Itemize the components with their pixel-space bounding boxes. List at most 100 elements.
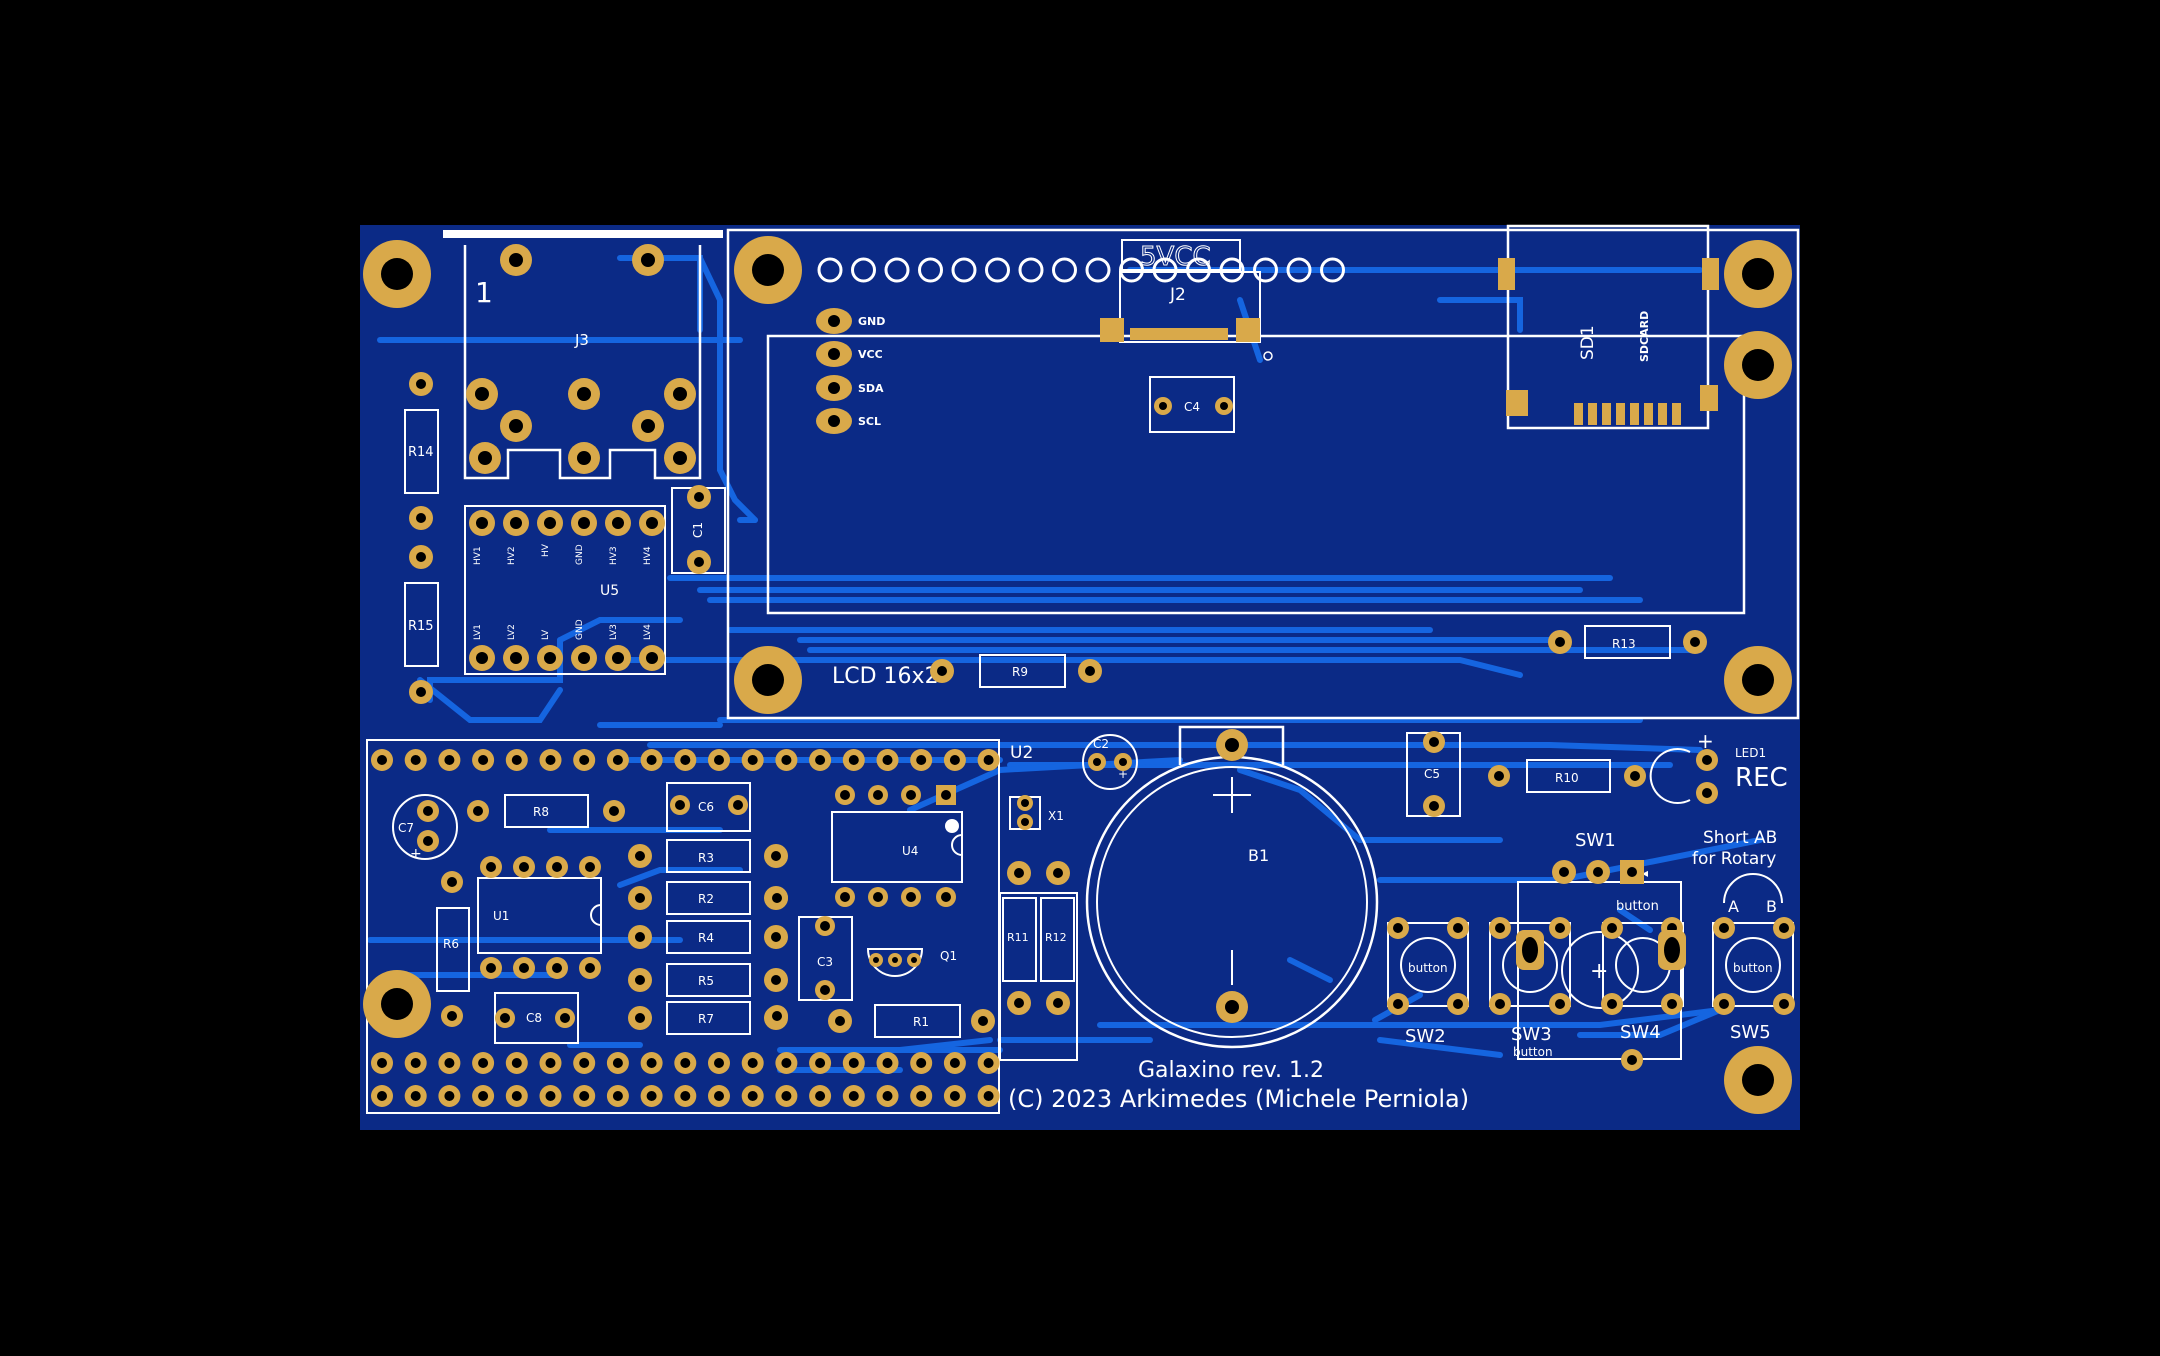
- pad-hole: [585, 963, 595, 973]
- pad-hole: [680, 1091, 691, 1101]
- pad-hole: [714, 1058, 724, 1068]
- pad-hole: [509, 419, 523, 433]
- pad-hole: [815, 755, 826, 765]
- pad-hole: [1667, 999, 1677, 1009]
- lcd-header-pin: [817, 257, 843, 283]
- pad-hole: [1742, 258, 1774, 290]
- pad-hole: [1742, 664, 1774, 696]
- u5-lv2: LV2: [507, 624, 517, 640]
- pad-hole: [1225, 738, 1239, 752]
- pad-hole: [410, 755, 421, 765]
- r5-label: R5: [698, 974, 714, 988]
- i2c-gnd-label: GND: [858, 315, 885, 328]
- pad-hole: [578, 652, 590, 664]
- lcd-header-pin: [1018, 257, 1044, 283]
- capacitor-c6: C6: [666, 782, 751, 832]
- u5-hv1: HV1: [473, 546, 483, 565]
- pad-hole: [1627, 1055, 1637, 1065]
- pad-hole: [1702, 788, 1712, 798]
- pad-hole: [1742, 1064, 1774, 1096]
- sdcard-socket-sd1: SD1 SDCARD: [1498, 224, 1719, 430]
- pad-hole: [873, 790, 883, 800]
- pad-hole: [545, 1091, 556, 1101]
- resistor-r6: R6: [436, 907, 470, 992]
- pad-hole: [848, 1058, 859, 1068]
- pad-hole: [815, 1091, 826, 1101]
- pad-hole: [1453, 999, 1463, 1009]
- for-rotary-label: for Rotary: [1692, 849, 1776, 869]
- resistor-r9: R9: [979, 654, 1066, 688]
- pad-hole: [675, 800, 685, 810]
- pad-hole: [1719, 923, 1729, 933]
- pad-hole: [752, 664, 784, 696]
- pad-hole: [1664, 937, 1680, 963]
- j2-pad-left: [1100, 318, 1124, 342]
- pad-hole: [1607, 923, 1617, 933]
- pad-hole: [937, 666, 947, 676]
- lcd-header-pin: [985, 257, 1010, 283]
- lcd-outline: [726, 228, 1800, 720]
- r1-label: R1: [913, 1015, 929, 1029]
- pad-hole: [635, 893, 645, 903]
- lcd-header-pin: [1253, 257, 1278, 283]
- pad-hole: [1690, 637, 1700, 647]
- pad-hole: [835, 1016, 845, 1026]
- c3-label: C3: [817, 955, 833, 969]
- pad-hole: [612, 1058, 623, 1068]
- pad-hole: [1779, 923, 1789, 933]
- pad-hole: [747, 1091, 758, 1101]
- pad-hole: [873, 957, 879, 963]
- pad-hole: [560, 1013, 570, 1023]
- pad-hole: [882, 755, 893, 765]
- connector-j3: 1 J3: [443, 230, 723, 480]
- pad-hole: [1742, 349, 1774, 381]
- r11-label: R11: [1007, 931, 1029, 944]
- pad-hole: [1119, 758, 1127, 766]
- r3-label: R3: [698, 851, 714, 865]
- short-ab-label: Short AB: [1703, 828, 1777, 848]
- pad-hole: [577, 387, 591, 401]
- pad-hole: [906, 790, 916, 800]
- pad-hole: [646, 755, 657, 765]
- pad-hole: [646, 652, 658, 664]
- pad-hole: [680, 755, 691, 765]
- pad-hole: [545, 1058, 556, 1068]
- pad-hole: [771, 851, 781, 861]
- pad-hole: [815, 1058, 826, 1068]
- sw4-plus: +: [1590, 959, 1608, 984]
- pad-hole: [585, 862, 595, 872]
- pad-hole: [646, 1091, 657, 1101]
- r9-label: R9: [1012, 665, 1028, 679]
- pad-hole: [635, 851, 645, 861]
- resistor-r4: R4: [666, 920, 751, 954]
- r4-label: R4: [698, 931, 714, 945]
- pad-hole: [1522, 937, 1538, 963]
- resistor-r7: R7: [666, 1001, 751, 1035]
- pad-hole: [545, 755, 556, 765]
- j2-pad-right: [1236, 318, 1260, 342]
- pad-hole: [1220, 402, 1228, 410]
- b1-tab: [1178, 725, 1285, 765]
- u1-label: U1: [493, 909, 509, 923]
- lcd-header-pin: [884, 257, 910, 283]
- pad-hole: [978, 1016, 988, 1026]
- pad-hole: [519, 862, 529, 872]
- pad-hole: [475, 387, 489, 401]
- sw2-label: SW2: [1405, 1026, 1446, 1047]
- board-copyright: (C) 2023 Arkimedes (Michele Perniola): [1008, 1085, 1469, 1113]
- j3-top-bar: [443, 230, 723, 238]
- pad-hole: [552, 963, 562, 973]
- lcd-header-pin: [951, 257, 977, 283]
- pad-hole: [447, 877, 457, 887]
- pad-hole: [848, 755, 859, 765]
- pad-hole: [882, 1091, 893, 1101]
- pad-hole: [1702, 755, 1712, 765]
- u5-gnd-bot: GND: [575, 619, 585, 640]
- pad-hole: [1093, 758, 1101, 766]
- pad-hole: [680, 1058, 691, 1068]
- pad-hole: [1559, 867, 1569, 877]
- pad-hole: [1225, 1000, 1239, 1014]
- pad-hole: [410, 1091, 421, 1101]
- u5-outline: [464, 505, 666, 675]
- battery-holder-b1: B1: [1085, 725, 1379, 1049]
